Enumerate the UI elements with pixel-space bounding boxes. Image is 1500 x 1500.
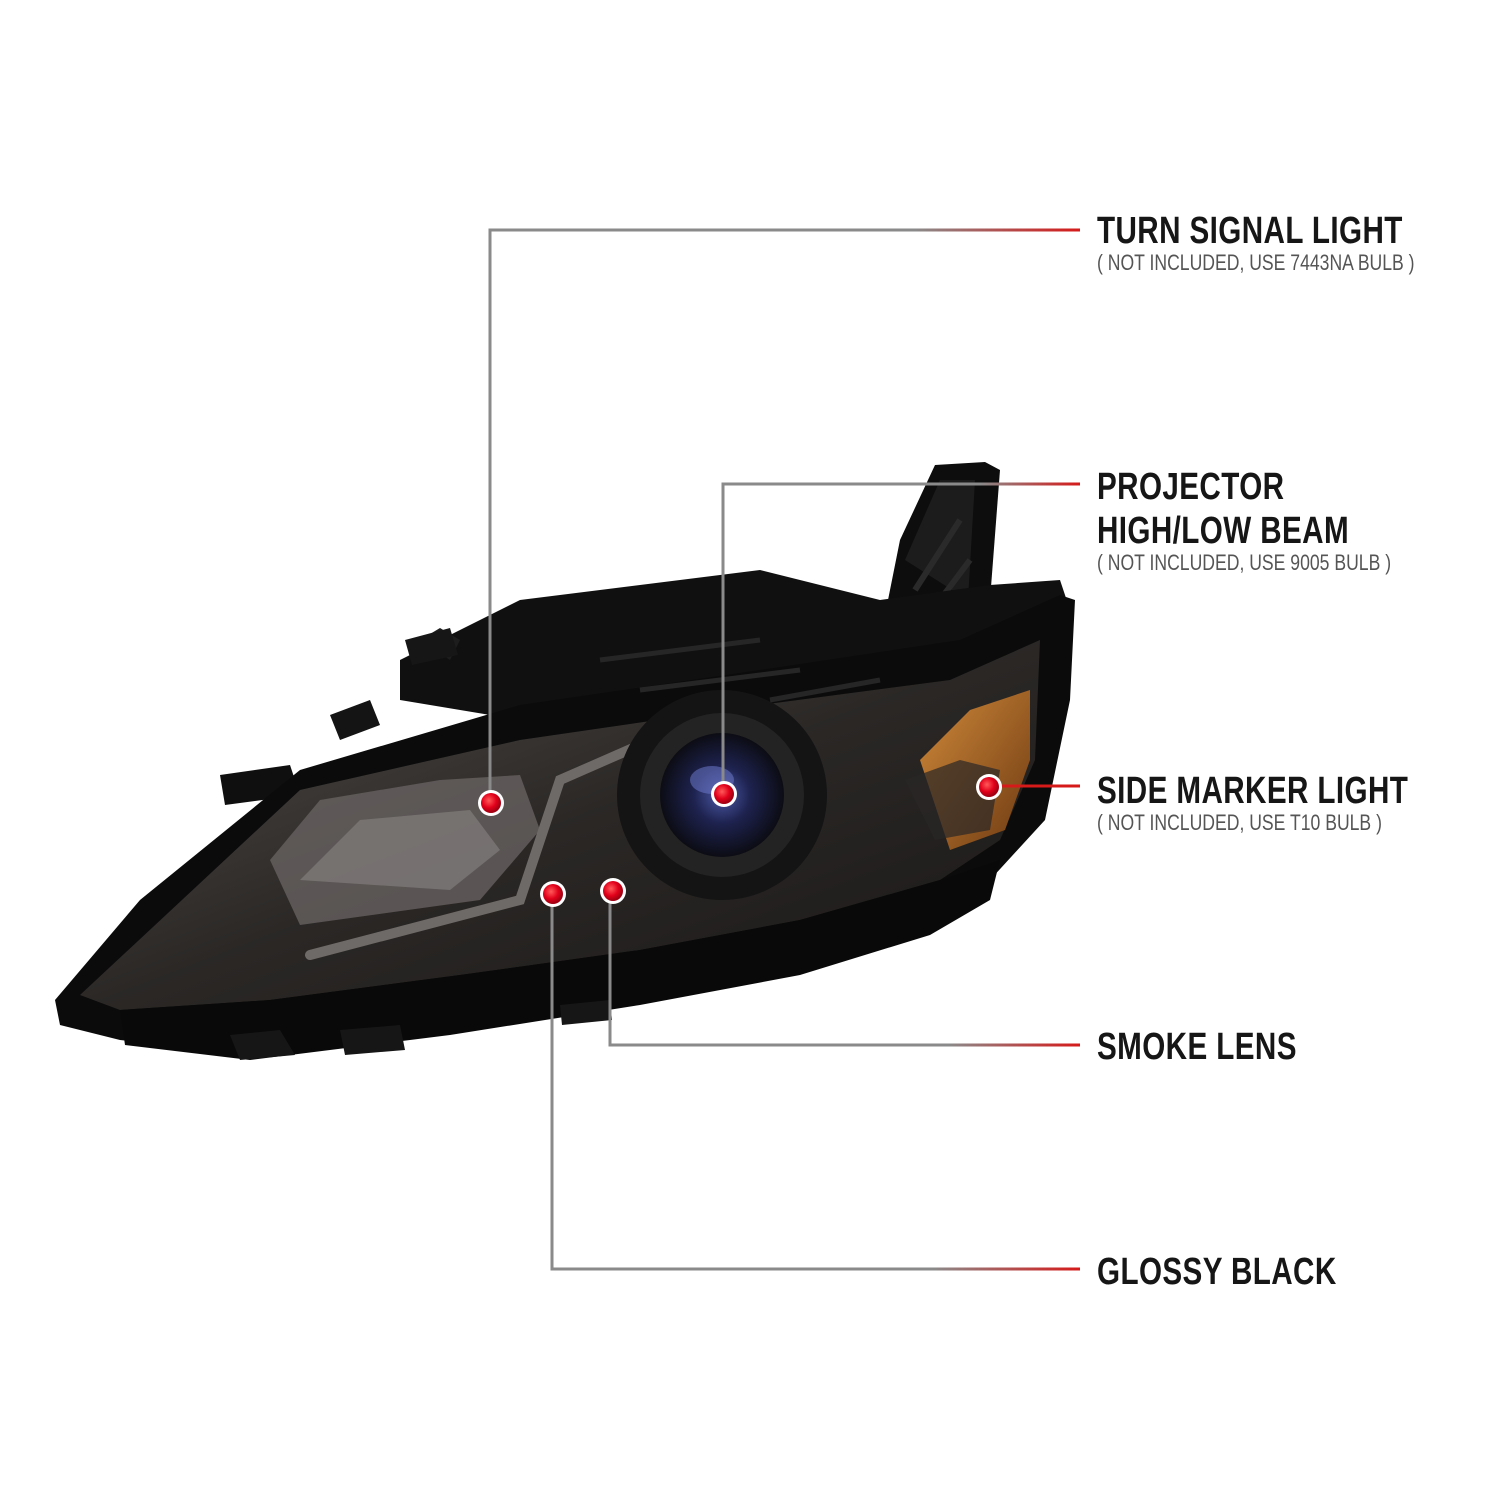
callout-note: ( NOT INCLUDED, USE 7443NA BULB ) [1097,250,1415,275]
marker-dot-glossy-black [540,881,566,907]
callout-title-line1: PROJECTOR [1097,466,1285,508]
callout-title-line2: HIGH/LOW BEAM [1097,510,1350,552]
leader-lines [488,228,1080,1271]
leader-line-smoke-lens [608,892,1080,1047]
marker-dot-smoke-lens [600,878,626,904]
marker-dot-turn-signal [478,790,504,816]
marker-dot-projector [711,781,737,807]
marker-dot-side-marker [976,774,1002,800]
callout-note: ( NOT INCLUDED, USE T10 BULB ) [1097,810,1382,835]
callout-note: ( NOT INCLUDED, USE 9005 BULB ) [1097,550,1392,575]
callout-turn-signal: TURN SIGNAL LIGHT ( NOT INCLUDED, USE 74… [1097,209,1494,275]
callout-title: GLOSSY BLACK [1097,1251,1337,1293]
callout-title: SIDE MARKER LIGHT [1097,770,1409,812]
leader-line-turn-signal [488,228,1080,800]
callout-projector: PROJECTOR HIGH/LOW BEAM ( NOT INCLUDED, … [1097,465,1465,575]
headlight-image [55,462,1075,1060]
callout-smoke-lens: SMOKE LENS [1097,1025,1353,1069]
marker-dots [478,774,1002,907]
callout-side-marker: SIDE MARKER LIGHT ( NOT INCLUDED, USE T1… [1097,769,1496,835]
callout-title: SMOKE LENS [1097,1026,1297,1068]
callout-glossy-black: GLOSSY BLACK [1097,1250,1404,1294]
leader-line-projector [721,482,1080,792]
leader-line-glossy-black [550,895,1080,1271]
callout-title: TURN SIGNAL LIGHT [1097,210,1403,252]
